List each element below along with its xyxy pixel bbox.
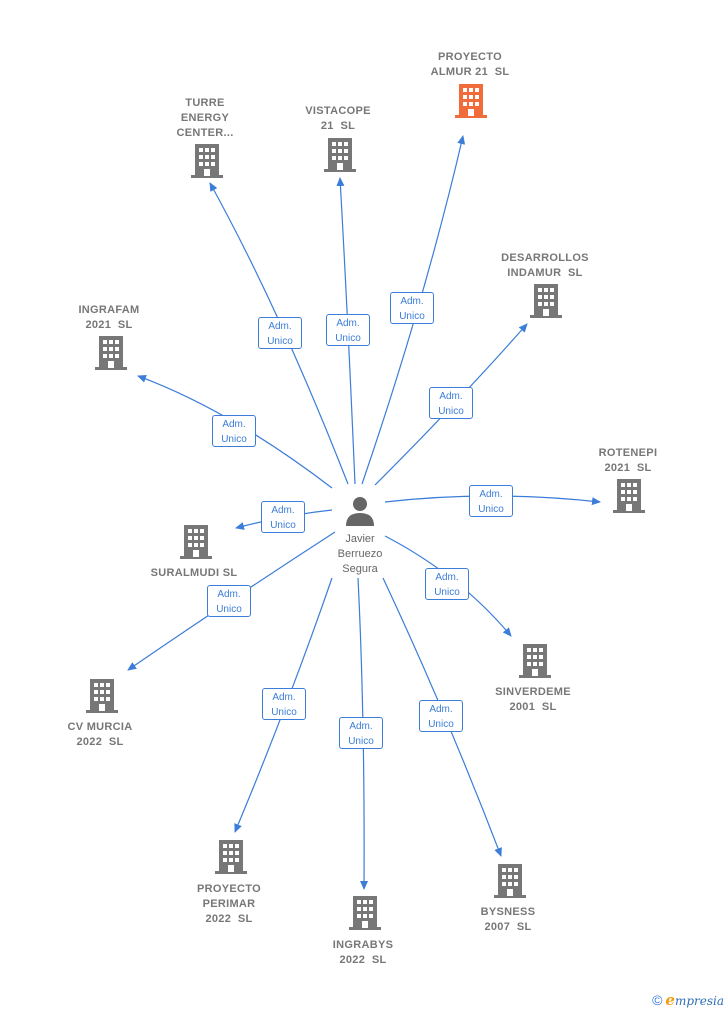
role-label-line: Unico (267, 336, 293, 347)
building-icon[interactable] (86, 679, 118, 713)
company-name-line: CENTER... (176, 127, 234, 139)
role-label-line: Adm. (429, 704, 453, 715)
empresia-logo: ©empresia (652, 991, 724, 1009)
company-name-line: PROYECTO (438, 51, 502, 63)
company-name-line: INGRAFAM (78, 304, 140, 316)
company-label-vistacope-21[interactable]: VISTACOPE 21 SL (273, 104, 403, 134)
role-label-line: Adm. (268, 321, 292, 332)
role-label-line: Unico (438, 406, 464, 417)
company-name-line: 2001 SL (509, 701, 557, 713)
company-name-line: PERIMAR (202, 898, 256, 910)
role-label-suralmudi: Adm. Unico (261, 501, 305, 533)
company-name-line: VISTACOPE (305, 105, 371, 117)
company-name-line: 2022 SL (76, 736, 124, 748)
building-icon[interactable] (349, 896, 381, 930)
company-name-line: ROTENEPI (598, 447, 658, 459)
building-icon[interactable] (519, 644, 551, 678)
company-name-line: TURRE (185, 97, 225, 109)
brand-initial: e (665, 991, 675, 1009)
company-name-line: 2022 SL (205, 913, 253, 925)
role-label-sinverdeme-2001: Adm. Unico (425, 568, 469, 600)
role-label-line: Unico (434, 587, 460, 598)
building-icon[interactable] (613, 479, 645, 513)
role-label-line: Unico (216, 604, 242, 615)
company-name-line: SINVERDEME (495, 686, 571, 698)
role-label-line: Unico (478, 504, 504, 515)
role-label-line: Unico (221, 434, 247, 445)
company-label-sinverdeme-2001[interactable]: SINVERDEME 2001 SL (468, 685, 598, 715)
role-label-turre-energy-center: Adm. Unico (258, 317, 302, 349)
building-icon[interactable] (180, 525, 212, 559)
building-icon[interactable] (191, 144, 223, 178)
company-name-line: PROYECTO (197, 883, 261, 895)
role-label-line: Adm. (272, 692, 296, 703)
company-label-rotenepi-2021[interactable]: ROTENEPI 2021 SL (563, 446, 693, 476)
role-label-desarrollos-indamur: Adm. Unico (429, 387, 473, 419)
company-name-line: INGRABYS (332, 939, 394, 951)
role-label-proyecto-perimar-2022: Adm. Unico (262, 688, 306, 720)
company-name-line: ENERGY (180, 112, 230, 124)
company-label-bysness-2007[interactable]: BYSNESS 2007 SL (443, 905, 573, 935)
company-label-turre-energy-center[interactable]: TURRE ENERGY CENTER... (140, 96, 270, 141)
role-label-ingrabys-2022: Adm. Unico (339, 717, 383, 749)
company-label-ingrabys-2022[interactable]: INGRABYS 2022 SL (298, 938, 428, 968)
building-icon[interactable] (324, 138, 356, 172)
role-label-line: Adm. (336, 318, 360, 329)
company-label-proyecto-almur-21[interactable]: PROYECTO ALMUR 21 SL (405, 50, 535, 80)
company-label-proyecto-perimar-2022[interactable]: PROYECTO PERIMAR 2022 SL (164, 882, 294, 927)
person-icon[interactable] (346, 497, 374, 526)
role-label-line: Unico (428, 719, 454, 730)
building-icon[interactable] (95, 336, 127, 370)
person-name-line: Berruezo (337, 548, 383, 560)
person-name-line: Javier (345, 533, 375, 545)
company-name-line: 2007 SL (484, 921, 532, 933)
company-name-line: BYSNESS (480, 906, 536, 918)
role-label-vistacope-21: Adm. Unico (326, 314, 370, 346)
company-name-line: SURALMUDI SL (150, 567, 238, 579)
company-name-line: 21 SL (320, 120, 356, 132)
company-name-line: ALMUR 21 SL (430, 66, 510, 78)
company-label-suralmudi[interactable]: SURALMUDI SL (129, 566, 259, 581)
building-icon[interactable] (455, 84, 487, 118)
role-label-line: Adm. (222, 419, 246, 430)
role-label-line: Adm. (271, 505, 295, 516)
company-name-line: 2021 SL (604, 462, 652, 474)
role-label-line: Adm. (349, 721, 373, 732)
role-label-line: Unico (270, 520, 296, 531)
company-label-ingrafam-2021[interactable]: INGRAFAM 2021 SL (44, 303, 174, 333)
role-label-ingrafam-2021: Adm. Unico (212, 415, 256, 447)
role-label-line: Unico (348, 736, 374, 747)
role-label-bysness-2007: Adm. Unico (419, 700, 463, 732)
company-label-desarrollos-indamur[interactable]: DESARROLLOS INDAMUR SL (480, 251, 610, 281)
role-label-line: Unico (399, 311, 425, 322)
role-label-rotenepi-2021: Adm. Unico (469, 485, 513, 517)
role-label-line: Unico (335, 333, 361, 344)
role-label-line: Adm. (217, 589, 241, 600)
company-name-line: CV MURCIA (67, 721, 133, 733)
role-label-line: Unico (271, 707, 297, 718)
role-label-cv-murcia-2022: Adm. Unico (207, 585, 251, 617)
role-label-line: Adm. (400, 296, 424, 307)
copyright-symbol: © (652, 992, 663, 1008)
building-icon[interactable] (530, 284, 562, 318)
brand-name: mpresia (674, 994, 724, 1008)
building-icon[interactable] (215, 840, 247, 874)
company-name-line: INDAMUR SL (507, 267, 583, 279)
building-icon[interactable] (494, 864, 526, 898)
role-label-line: Adm. (479, 489, 503, 500)
company-name-line: DESARROLLOS (501, 252, 589, 264)
person-name-line: Segura (342, 563, 378, 575)
role-label-proyecto-almur-21: Adm. Unico (390, 292, 434, 324)
company-label-cv-murcia-2022[interactable]: CV MURCIA 2022 SL (35, 720, 165, 750)
company-name-line: 2022 SL (339, 954, 387, 966)
role-label-line: Adm. (439, 391, 463, 402)
role-label-line: Adm. (435, 572, 459, 583)
company-name-line: 2021 SL (85, 319, 133, 331)
